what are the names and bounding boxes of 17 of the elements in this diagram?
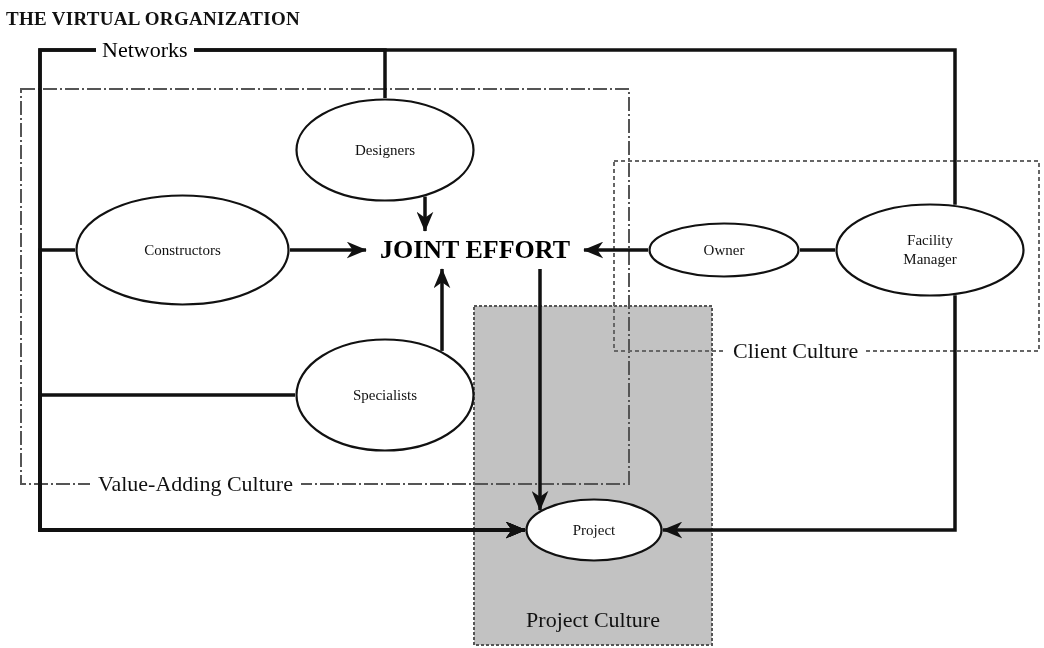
arrow — [531, 269, 549, 511]
joint-effort-label: JOINT EFFORT — [379, 234, 571, 266]
arrow — [662, 295, 957, 539]
culture-label: Project Culture — [525, 607, 661, 632]
role-label: Designers — [355, 140, 415, 160]
arrow — [38, 48, 957, 539]
role-label: Facility Manager — [902, 231, 958, 269]
role-label: Constructors — [144, 240, 221, 260]
role-label: Project — [572, 520, 616, 540]
role-label: Owner — [703, 240, 745, 260]
arrow — [583, 241, 648, 259]
connector-line — [800, 248, 835, 252]
role-label: Specialists — [352, 385, 418, 405]
diagram-title: THE VIRTUAL ORGANIZATION — [6, 8, 301, 30]
arrow — [290, 241, 367, 259]
arrow — [416, 196, 434, 232]
arrow — [433, 268, 451, 351]
